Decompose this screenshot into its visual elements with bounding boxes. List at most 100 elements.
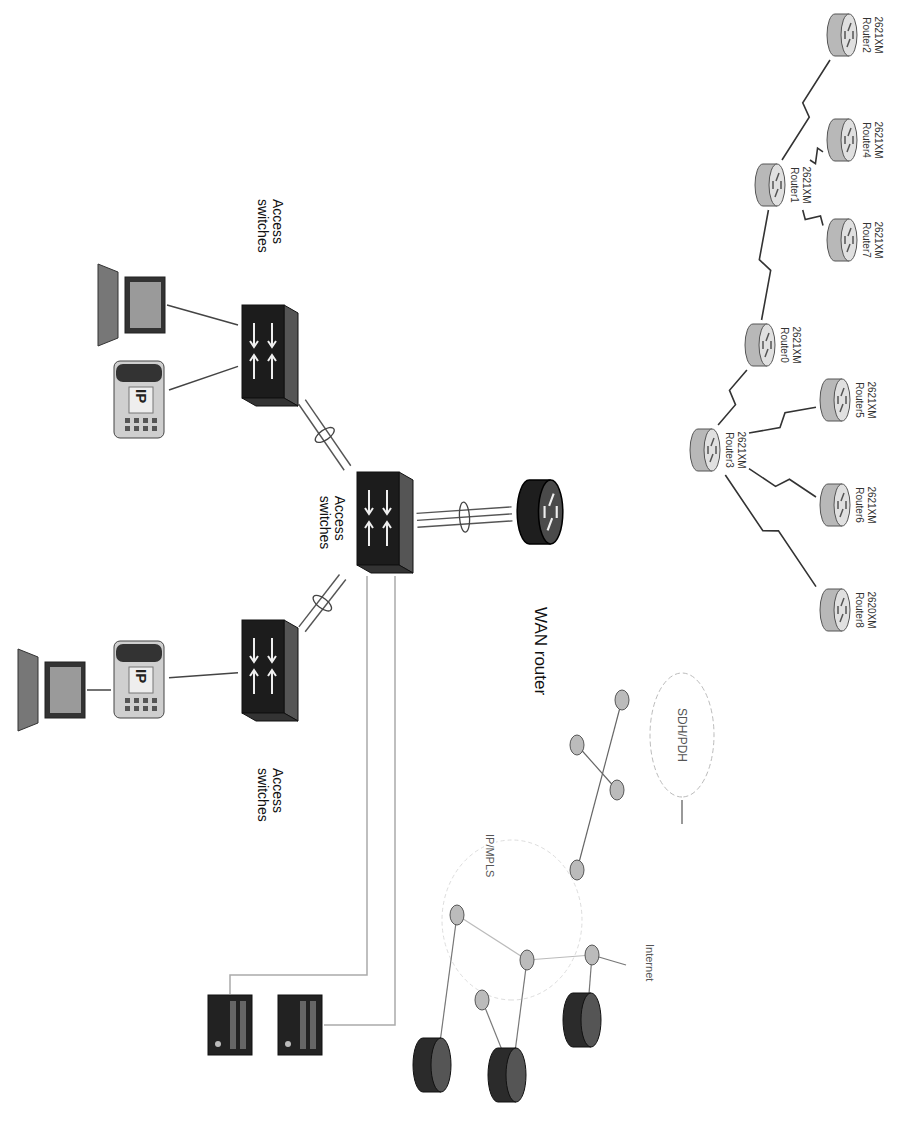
access-switch-icon-part-part: [284, 620, 298, 721]
router-node-icon-part: [825, 117, 859, 163]
server-wire-part: [324, 576, 395, 1025]
link-part: [718, 370, 747, 425]
router-node-icon: [818, 377, 852, 423]
link-part: [311, 592, 335, 613]
access-switch-icon: [240, 618, 300, 723]
computer-icon-part: [130, 282, 161, 328]
access-switch: Access switches: [316, 470, 415, 575]
access-switch-icon: [355, 470, 415, 575]
ip-phone-icon-part-part-part: [134, 698, 139, 703]
router-node-icon: [743, 322, 777, 368]
access-switch-icon-part-part: [357, 472, 399, 565]
router-node-icon-part: [818, 587, 852, 633]
router-node: 2621XM Router7: [825, 217, 884, 263]
node-label: Access switches: [255, 768, 286, 822]
ip-phone-icon-part-part-part: [152, 418, 157, 423]
router-node-icon: [825, 117, 859, 163]
router-node: 2621XM Router4: [825, 117, 884, 163]
link-part: [458, 502, 470, 533]
ip-phone-icon-part-part: [114, 641, 164, 718]
computer-icon-part: [45, 662, 85, 718]
link: [718, 370, 747, 425]
ip-phone-icon-part-part-part: [143, 698, 148, 703]
ip-phone-icon-part-part-part: [143, 706, 148, 711]
mpls-network-part: [450, 905, 464, 925]
router-node-icon-part-part: [834, 589, 850, 631]
router-node: 2621XM Router3: [688, 427, 747, 473]
node-label: IP: [133, 389, 150, 403]
sdh-network-part: [577, 745, 617, 790]
ip-phone-icon-part-part-part: [143, 426, 148, 431]
access-switch-icon-part-part: [250, 638, 276, 694]
router-node-icon-part-part: [708, 438, 716, 462]
access-switch-icon-part-part: [365, 490, 391, 546]
link-part: [299, 404, 344, 470]
ip-phone-icon-part-part-part: [143, 418, 148, 423]
mpls-network-part-part: [431, 1038, 451, 1092]
node-label: SDH/PDH: [675, 708, 689, 762]
mpls-network-part: [585, 945, 599, 965]
router-node-icon-part-part: [841, 219, 857, 261]
link: [759, 210, 770, 320]
link-part: [803, 210, 823, 225]
ip-phone-icon-part-part-part: [125, 706, 130, 711]
router-node: 2621XM Router5: [818, 377, 877, 423]
wire-part: [167, 305, 238, 325]
network-label: IP/MPLS: [484, 832, 496, 879]
server-icon: [208, 995, 252, 1055]
router-node-icon-part-part: [841, 14, 857, 56]
router-node-icon-part: [688, 427, 722, 473]
ip-phone: IP: [112, 360, 167, 440]
ip-phone-icon-part-part-part: [152, 698, 157, 703]
network-cloud: SDH/PDH: [647, 670, 717, 800]
server-wire-part: [230, 576, 367, 994]
server-icon-part: [278, 995, 322, 1055]
link: [749, 407, 816, 433]
access-switch-icon-part-part: [242, 713, 298, 721]
router-node-icon: [753, 162, 787, 208]
link-part: [782, 60, 830, 160]
computer-icon-part: [50, 667, 81, 713]
link: [417, 502, 513, 533]
node-label: 2621XM Router4: [861, 121, 884, 158]
ip-phone: IP: [112, 640, 167, 720]
ip-phone-icon-part-part: [125, 698, 157, 711]
ip-phone-icon-part-part-part: [134, 706, 139, 711]
access-switch-icon-part-part: [242, 305, 284, 398]
access-switch-icon-part: [240, 303, 300, 408]
server-icon-part: [300, 1001, 306, 1049]
link: [810, 148, 823, 163]
access-switch-icon: [240, 303, 300, 408]
node-label: IP: [133, 669, 150, 683]
router-node-icon-part-part: [759, 324, 775, 366]
router-node-icon-part: [818, 377, 852, 423]
ip-phone-icon-part-part: [116, 364, 162, 382]
router-node-icon-part-part: [845, 128, 853, 152]
link: [169, 366, 238, 390]
computer-icon: [98, 264, 165, 346]
router-node-icon-part-part: [838, 388, 846, 412]
sdh-network-part: [615, 690, 629, 710]
ip-phone-icon-part-part-part: [152, 426, 157, 431]
access-switch-icon-part-part: [357, 565, 413, 573]
node-label: 2621XM Router2: [861, 16, 884, 53]
access-switch-icon-part-part: [399, 472, 413, 573]
wan-router-icon: [514, 477, 566, 547]
router-node: 2620XM Router8: [818, 587, 877, 633]
sdh-network-part: [570, 860, 584, 880]
access-switch-icon-part-part: [242, 620, 284, 713]
link-part: [313, 425, 337, 446]
router-node-icon: [818, 587, 852, 633]
router-node-icon-part-part: [704, 429, 720, 471]
ip-phone-icon-part-part-part: [152, 706, 157, 711]
computer-icon-part: [125, 277, 165, 333]
link-part: [417, 521, 512, 527]
access-switch: Access switches: [240, 618, 300, 822]
wan-router-icon-part-part: [545, 494, 557, 531]
router-node-icon-part-part: [841, 119, 857, 161]
router-node-icon-part: [818, 482, 852, 528]
sdh-network-part: [570, 735, 584, 755]
